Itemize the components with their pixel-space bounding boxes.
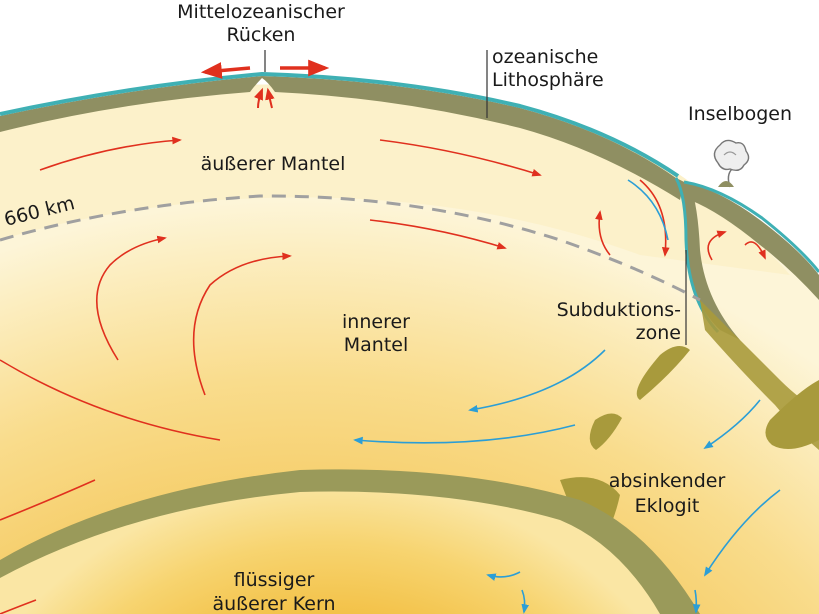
inner-mantle-flow-arrow [0,599,37,614]
subduction-label-line2: zone [636,322,681,344]
inner-mantle-flow-arrow [192,252,292,396]
inner-mantle-label-line2: Mantel [344,334,409,356]
core-label-line2: äußerer Kern [213,593,336,614]
mantle-flow-arrow [744,241,766,260]
mantle-flow-arrow [379,139,542,177]
mantle-flow-arrow [595,210,611,256]
outer-core [0,491,660,614]
upwelling-arrow [253,87,263,109]
boundary-660-km [0,194,701,302]
inner-mantle-flow-arrow [0,479,96,521]
mantle-flow-arrow [707,230,727,261]
mantle-flow-arrow [39,136,182,171]
oceanic-lithosphere [0,76,684,200]
subduction-label-line1: Subduktions- [557,299,681,321]
cold-flow-arrow [521,589,530,614]
core-label-line1: flüssiger [234,569,315,591]
eclogite-blob [765,380,819,449]
cold-flow-arrow [703,489,781,577]
subducting-slab [672,176,740,340]
cold-flow-arrow [692,589,701,614]
eclogite-label-line1: absinkender [609,470,726,492]
ridge-label-line1: Mittelozeanischer [177,1,345,23]
overriding-plate [684,182,819,300]
outer-mantle-label: äußerer Mantel [201,153,346,175]
mantle-flow-arrow [639,179,670,257]
cold-flow-arrow [627,179,669,241]
mantle-flow-arrow [369,219,507,250]
right-crust-line [683,180,819,273]
cold-flow-arrow [486,571,521,581]
inner-mantle-label-line1: innerer [342,311,410,333]
eclogite-blob [589,413,622,450]
island-arc-label: Inselbogen [688,103,792,125]
cold-flow-arrow [468,349,606,413]
ocean-crust-line [0,71,680,178]
ridge-label-line2: Rücken [227,24,296,46]
upwelling-arrow [265,87,275,109]
ridge-spread-arrow-left [200,62,251,79]
cold-flow-arrow [353,424,576,445]
inner-mantle-flow-arrow [95,235,167,361]
lithosphere-label-line1: ozeanische [492,46,598,68]
eclogite-blob [636,346,690,400]
volcano-icon [713,139,750,188]
cold-flow-arrow [703,399,761,450]
eclogite-label-line2: Eklogit [635,495,700,517]
inner-mantle-flow-arrow [0,359,221,441]
lithosphere-label-line2: Lithosphäre [492,69,604,91]
